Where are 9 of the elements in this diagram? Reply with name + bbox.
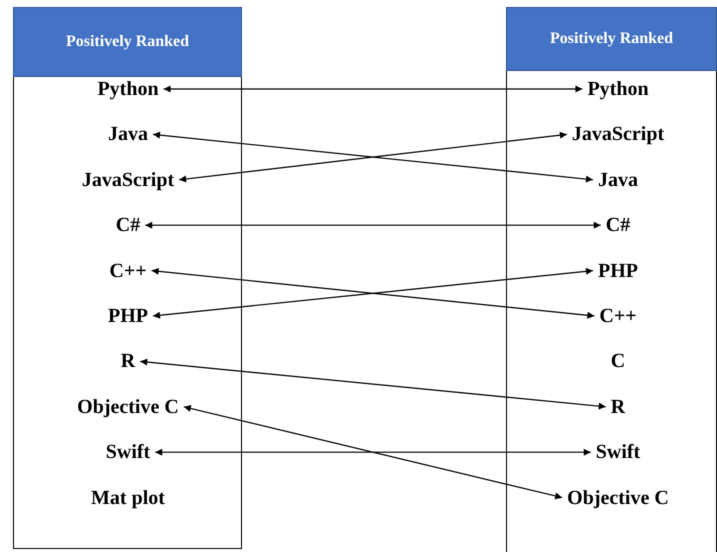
- double-arrow: [164, 86, 582, 92]
- column-panel: [13, 7, 242, 549]
- double-arrow: [145, 222, 601, 229]
- column-panel: [506, 7, 717, 552]
- double-arrow: [155, 448, 591, 456]
- column-header: Positively Ranked: [13, 7, 242, 77]
- column-header: Positively Ranked: [506, 7, 717, 71]
- double-arrow: [140, 358, 606, 410]
- double-arrow: [184, 405, 562, 500]
